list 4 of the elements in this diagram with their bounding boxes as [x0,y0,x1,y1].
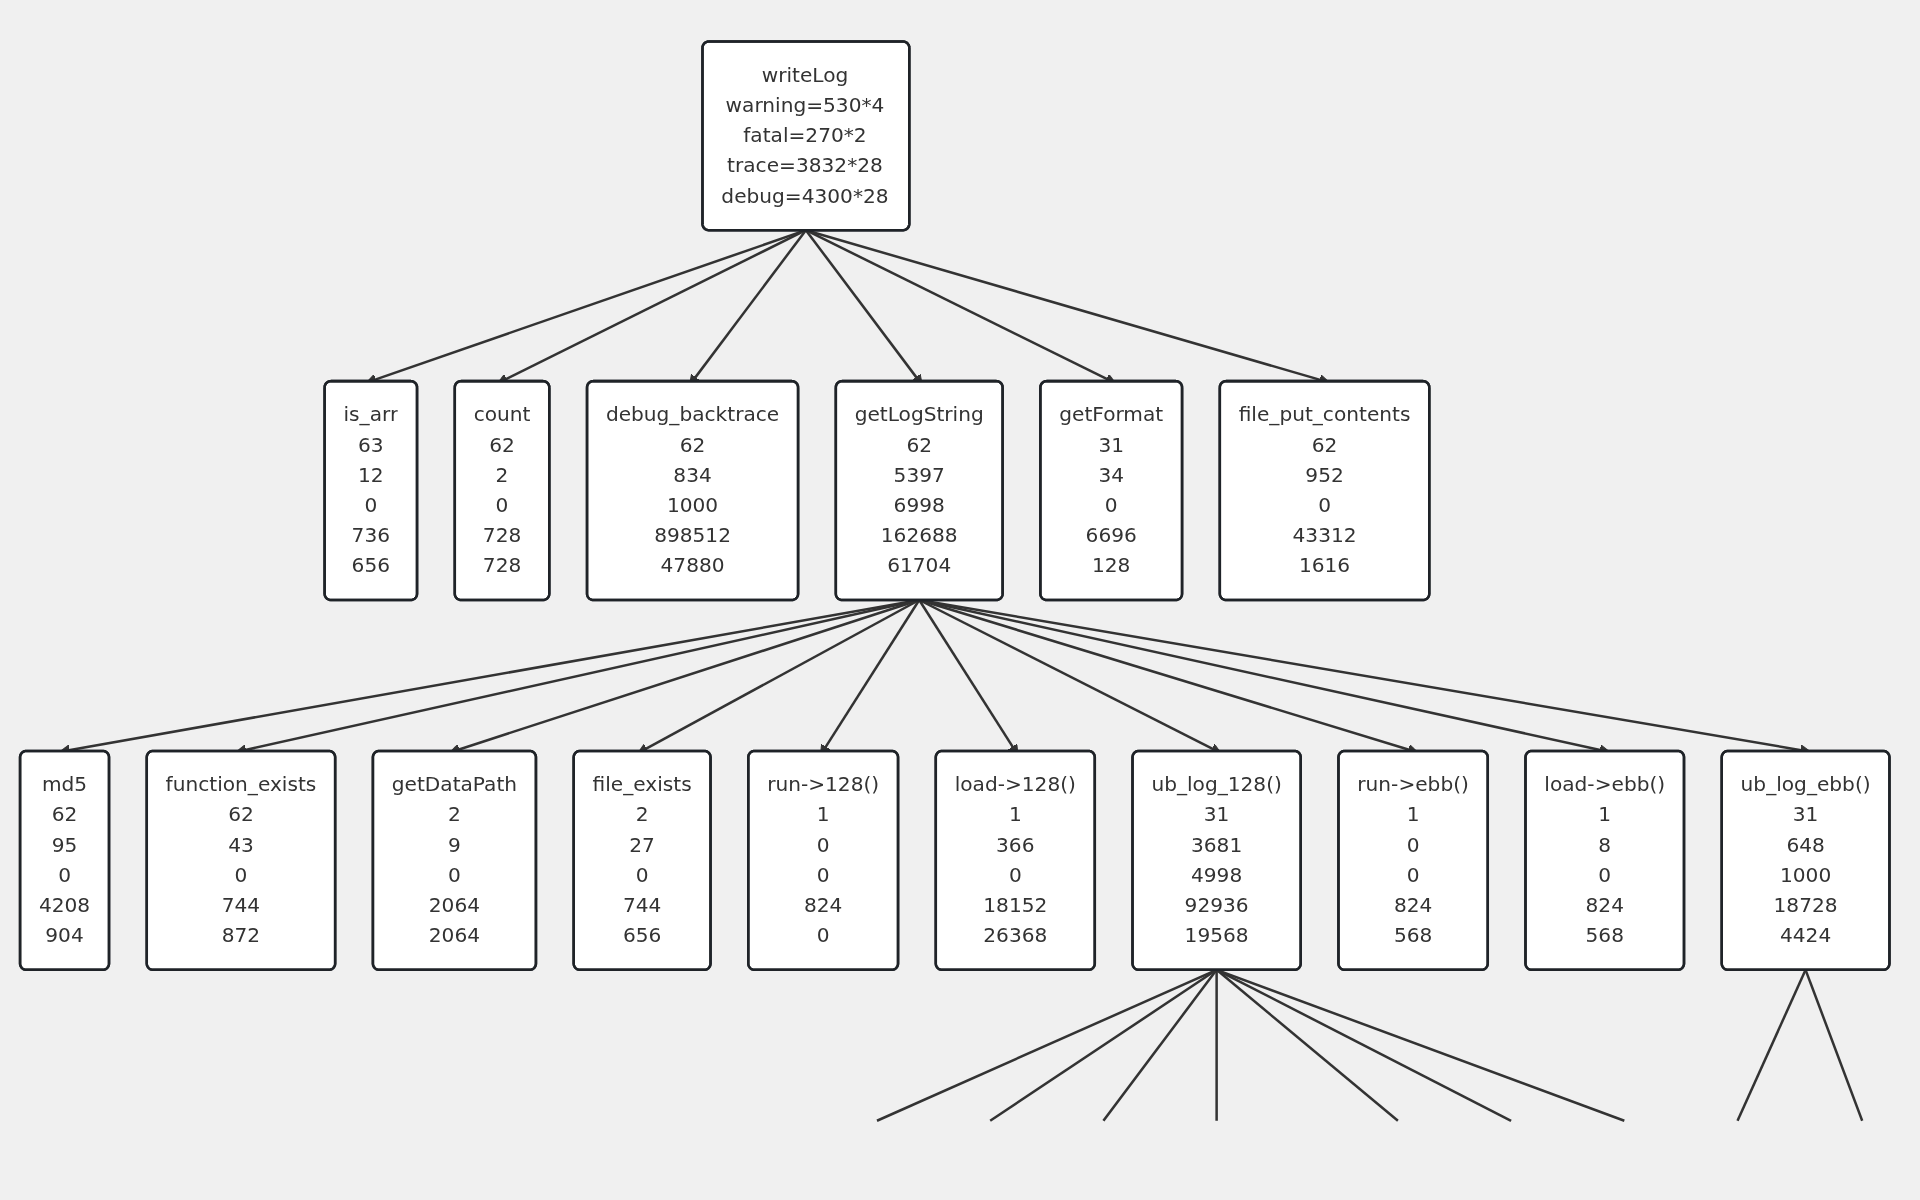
connector [1215,969,1218,1121]
connector [1804,969,1864,1122]
connector [1736,969,1807,1122]
connector [1102,969,1218,1122]
